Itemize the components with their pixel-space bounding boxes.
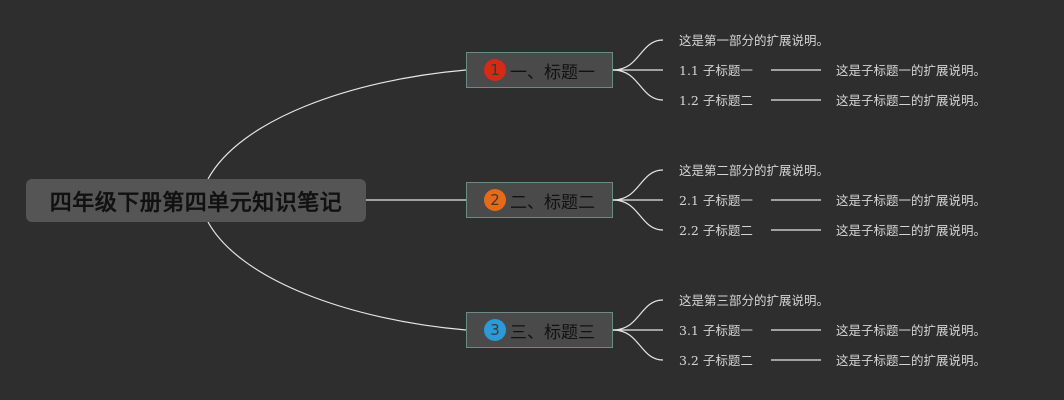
subtopic-1-2-note[interactable]: 这是子标题二的扩展说明。 [836, 93, 987, 108]
connector-b3-summary [612, 299, 664, 331]
connector-root-branch-3 [207, 221, 467, 331]
priority-1-marker-icon: 1 [484, 59, 506, 81]
branch-topic-3[interactable]: 3 三、标题三 [466, 312, 613, 348]
subtopic-3-2[interactable]: 3.2 子标题二 [679, 353, 753, 368]
subtopic-3-2-note[interactable]: 这是子标题二的扩展说明。 [836, 353, 987, 368]
subtopic-3-1[interactable]: 3.1 子标题一 [679, 323, 753, 338]
priority-3-marker-icon: 3 [484, 319, 506, 341]
root-topic-label: 四年级下册第四单元知识笔记 [49, 190, 343, 216]
subtopic-2-1-note[interactable]: 这是子标题一的扩展说明。 [836, 193, 987, 208]
connector-b2-summary [612, 169, 664, 201]
root-topic[interactable]: 四年级下册第四单元知识笔记 [26, 179, 366, 222]
branch-topic-label: 三、标题三 [510, 322, 595, 343]
branch-1-summary[interactable]: 这是第一部分的扩展说明。 [679, 33, 830, 48]
connector-b1-summary [612, 39, 664, 71]
subtopic-2-1[interactable]: 2.1 子标题一 [679, 193, 753, 208]
branch-3-summary[interactable]: 这是第三部分的扩展说明。 [679, 293, 830, 308]
branch-topic-label: 一、标题一 [510, 62, 595, 83]
branch-2-summary[interactable]: 这是第二部分的扩展说明。 [679, 163, 830, 178]
branch-topic-label: 二、标题二 [510, 192, 595, 213]
connector-root-branch-1 [207, 69, 467, 180]
subtopic-2-2-note[interactable]: 这是子标题二的扩展说明。 [836, 223, 987, 238]
priority-2-marker-icon: 2 [484, 189, 506, 211]
subtopic-2-2[interactable]: 2.2 子标题二 [679, 223, 753, 238]
branch-topic-1[interactable]: 1 一、标题一 [466, 52, 613, 88]
branch-topic-2[interactable]: 2 二、标题二 [466, 182, 613, 218]
subtopic-3-1-note[interactable]: 这是子标题一的扩展说明。 [836, 323, 987, 338]
connector-b3-sub2 [612, 329, 664, 361]
connector-b2-sub2 [612, 199, 664, 231]
subtopic-1-2[interactable]: 1.2 子标题二 [679, 93, 753, 108]
subtopic-1-1-note[interactable]: 这是子标题一的扩展说明。 [836, 63, 987, 78]
connector-b1-sub2 [612, 69, 664, 101]
subtopic-1-1[interactable]: 1.1 子标题一 [679, 63, 753, 78]
